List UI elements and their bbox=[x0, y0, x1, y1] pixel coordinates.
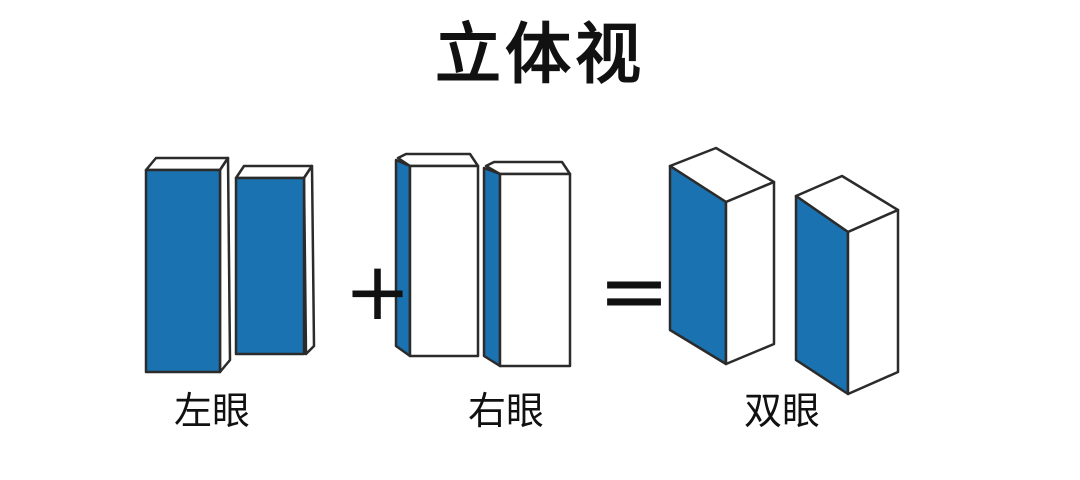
caption-both-eyes: 双眼 bbox=[744, 389, 821, 433]
plus-sign: + bbox=[344, 245, 412, 338]
both-eyes-view bbox=[668, 146, 900, 396]
both-eyes-block-tall bbox=[668, 146, 776, 366]
right-eye-block-tall bbox=[394, 152, 480, 358]
both-eyes-block-short bbox=[794, 174, 900, 396]
left-eye-view bbox=[144, 156, 316, 374]
page-title: 立体视 bbox=[435, 16, 645, 93]
right-eye-block-short bbox=[482, 160, 572, 368]
caption-right-eye: 右眼 bbox=[468, 389, 545, 433]
left-eye-block-tall bbox=[144, 156, 232, 374]
right-eye-view bbox=[394, 152, 572, 368]
caption-left-eye: 左眼 bbox=[174, 389, 251, 433]
left-eye-block-short bbox=[234, 164, 316, 356]
equals-sign: = bbox=[598, 241, 671, 341]
